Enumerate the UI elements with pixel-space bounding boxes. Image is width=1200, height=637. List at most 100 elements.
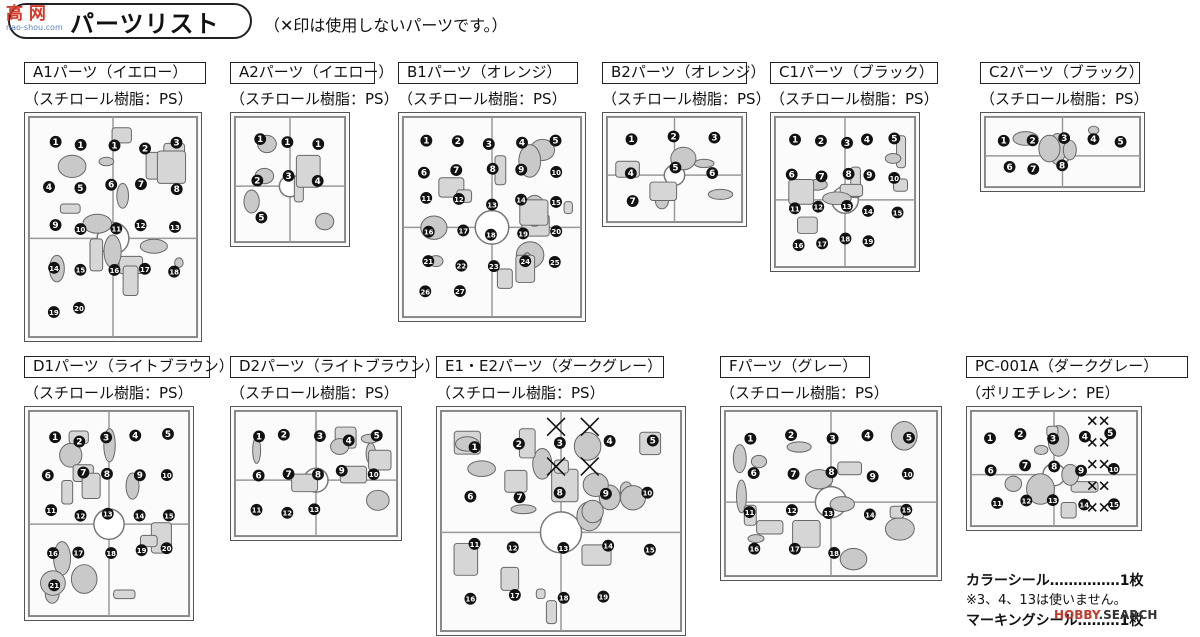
part-number-marker: 6 (464, 490, 477, 503)
part-shape (366, 489, 390, 511)
svg-text:3: 3 (486, 140, 492, 150)
svg-text:15: 15 (645, 547, 655, 555)
part-number-marker: 16 (108, 264, 121, 276)
svg-text:27: 27 (455, 288, 465, 296)
part-shape (156, 150, 187, 184)
part-shape (453, 542, 479, 576)
svg-text:16: 16 (466, 596, 476, 604)
part-number-marker: 5 (74, 182, 87, 194)
part-number-marker: 6 (706, 167, 719, 179)
svg-text:4: 4 (519, 139, 525, 149)
part-shape (519, 199, 549, 226)
svg-text:6: 6 (421, 169, 427, 179)
svg-text:23: 23 (489, 263, 499, 271)
material-label: （スチロール樹脂：PS） (720, 384, 889, 402)
unused-x-mark (546, 417, 566, 437)
svg-text:11: 11 (790, 205, 800, 213)
svg-text:14: 14 (1079, 502, 1089, 510)
part-number-marker: 4 (311, 175, 324, 187)
svg-text:8: 8 (174, 185, 180, 195)
svg-text:15: 15 (902, 507, 912, 515)
part-number-marker: 8 (1056, 159, 1069, 171)
svg-text:4: 4 (315, 177, 321, 187)
part-number-marker: 8 (1048, 460, 1061, 472)
part-number-marker: 11 (991, 497, 1004, 509)
part-shape (829, 496, 855, 513)
unused-parts-note: （✕印は使用しないパーツです。） (264, 16, 508, 35)
part-shape (81, 472, 101, 499)
svg-text:15: 15 (893, 209, 903, 217)
part-shape (797, 216, 818, 234)
part-shape (57, 154, 87, 178)
part-number-marker: 5 (549, 134, 562, 147)
part-number-marker: 8 (842, 167, 855, 180)
svg-text:13: 13 (103, 511, 113, 519)
part-number-marker: 23 (487, 260, 500, 273)
svg-text:11: 11 (421, 195, 431, 203)
part-shape (837, 461, 862, 476)
svg-text:20: 20 (74, 305, 84, 313)
svg-text:16: 16 (424, 229, 434, 237)
part-number-marker: 15 (891, 206, 904, 219)
svg-text:12: 12 (813, 204, 823, 212)
unused-seal-note: ※3、4、13は使いません。 (966, 593, 1127, 608)
svg-text:8: 8 (1051, 462, 1057, 472)
marking-seal-note: マーキングシール………1枚 (966, 613, 1144, 629)
svg-text:17: 17 (74, 550, 84, 558)
part-number-marker: 7 (787, 467, 800, 480)
svg-text:18: 18 (841, 236, 851, 244)
part-shape (98, 156, 115, 167)
svg-text:6: 6 (988, 466, 994, 476)
svg-text:13: 13 (170, 224, 180, 232)
svg-text:11: 11 (111, 226, 121, 234)
svg-text:13: 13 (309, 506, 319, 514)
svg-text:3: 3 (1050, 435, 1056, 445)
parts-label: E1・E2パーツ（ダークグレー） (436, 356, 664, 378)
svg-text:2: 2 (788, 431, 794, 441)
part-number-marker: 1 (997, 134, 1010, 147)
svg-text:10: 10 (903, 471, 913, 479)
svg-text:12: 12 (787, 507, 797, 515)
svg-text:7: 7 (80, 468, 86, 478)
svg-text:18: 18 (106, 550, 116, 558)
part-number-marker: 7 (513, 491, 526, 503)
unused-x-mark (1099, 481, 1109, 491)
svg-text:4: 4 (864, 431, 870, 441)
part-number-marker: 3 (826, 432, 839, 444)
part-shape (839, 547, 868, 571)
part-number-marker: 4 (129, 429, 142, 442)
svg-text:1: 1 (471, 443, 477, 453)
svg-text:5: 5 (165, 430, 171, 440)
svg-text:1: 1 (111, 141, 117, 151)
part-number-marker: 10 (367, 468, 380, 481)
svg-text:5: 5 (906, 434, 912, 444)
svg-text:21: 21 (49, 582, 59, 590)
part-number-marker: 13 (1046, 494, 1059, 507)
part-shape (504, 469, 528, 493)
part-shape (788, 178, 815, 205)
part-number-marker: 11 (110, 222, 123, 235)
part-number-marker: 15 (900, 503, 913, 516)
svg-text:5: 5 (258, 213, 264, 223)
part-number-marker: 5 (255, 211, 268, 223)
part-number-marker: 8 (825, 466, 838, 478)
part-number-marker: 7 (282, 467, 295, 480)
svg-text:6: 6 (789, 170, 795, 180)
svg-text:14: 14 (865, 511, 875, 519)
svg-text:11: 11 (745, 509, 755, 517)
svg-text:2: 2 (670, 132, 676, 142)
svg-text:2: 2 (142, 144, 148, 154)
part-number-marker: 11 (468, 537, 481, 550)
part-shape (139, 238, 168, 254)
part-shape (884, 517, 915, 541)
part-number-marker: 5 (1114, 135, 1127, 148)
part-shape (750, 454, 768, 469)
part-number-marker: 9 (1075, 464, 1087, 477)
svg-text:3: 3 (844, 139, 850, 149)
svg-text:4: 4 (607, 437, 613, 447)
part-number-marker: 14 (602, 539, 615, 552)
